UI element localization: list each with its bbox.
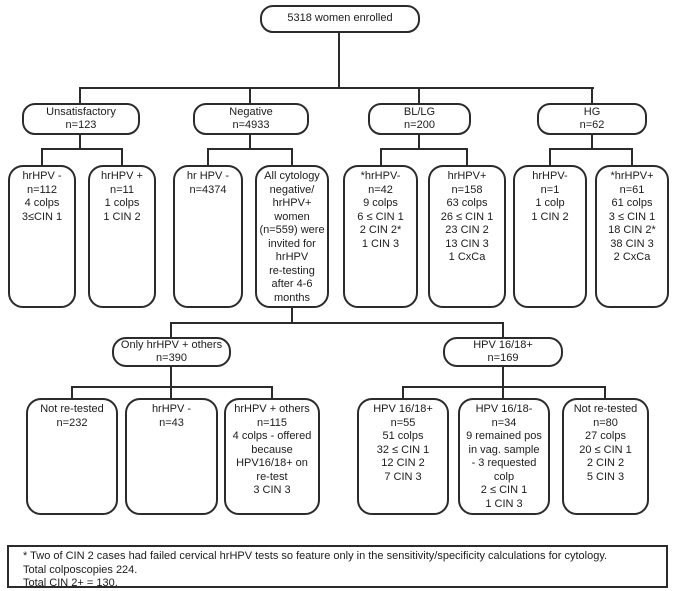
connector-line — [170, 322, 172, 337]
connector-line — [418, 135, 420, 148]
node-neg-retest-invitation: All cytology negative/ hrHPV+ women (n=5… — [255, 165, 329, 308]
node-retest-1618-pos: HPV 16/18+ n=55 51 colps 32 ≤ CIN 1 12 C… — [357, 398, 449, 515]
node-unsat-hrhpv-neg: hrHPV - n=112 4 colps 3≤CIN 1 — [8, 165, 76, 308]
connector-line — [549, 148, 551, 165]
connector-line — [549, 148, 631, 150]
node-bllg-hrhpv-pos: hrHPV+ n=158 63 colps 26 ≤ CIN 1 23 CIN … — [428, 165, 506, 308]
connector-line — [121, 148, 123, 165]
connector-line — [41, 148, 43, 165]
node-unsat-hrhpv-pos: hrHPV + n=11 1 colps 1 CIN 2 — [88, 165, 156, 308]
connector-line — [41, 148, 123, 150]
connector-line — [170, 367, 172, 386]
node-only-not-retested: Not re-tested n=232 — [26, 398, 118, 515]
connector-line — [249, 87, 251, 103]
connector-line — [171, 322, 504, 324]
footnote-box: * Two of CIN 2 cases had failed cervical… — [7, 545, 668, 589]
connector-line — [207, 148, 209, 165]
node-only-hrhpv-neg: hrHPV - n=43 — [125, 398, 218, 515]
node-only-hrhpv-others: Only hrHPV + others n=390 — [112, 337, 231, 367]
node-unsatisfactory: Unsatisfactory n=123 — [22, 103, 140, 135]
connector-line — [604, 386, 606, 398]
connector-line — [291, 308, 293, 322]
connector-line — [380, 148, 382, 165]
node-negative: Negative n=4933 — [193, 103, 309, 135]
node-hg-hrhpv-neg: hrHPV- n=1 1 colp 1 CIN 2 — [513, 165, 587, 308]
connector-line — [418, 87, 420, 103]
connector-line — [271, 386, 273, 398]
connector-line — [380, 148, 468, 150]
connector-line — [79, 87, 81, 103]
connector-line — [502, 386, 504, 398]
node-hg-hrhpv-pos: *hrHPV+ n=61 61 colps 3 ≤ CIN 1 18 CIN 2… — [595, 165, 669, 308]
connector-line — [591, 135, 593, 148]
node-retest-1618-neg: HPV 16/18- n=34 9 remained pos in vag. s… — [458, 398, 550, 515]
connector-line — [207, 148, 293, 150]
node-bllg-hrhpv-neg: *hrHPV- n=42 9 colps 6 ≤ CIN 1 2 CIN 2* … — [343, 165, 418, 308]
connector-line — [502, 367, 504, 386]
node-hg: HG n=62 — [537, 103, 647, 135]
node-bl-lg: BL/LG n=200 — [368, 103, 471, 135]
connector-line — [249, 135, 251, 148]
node-only-hrhpv-pos-others: hrHPV + others n=115 4 colps - offered b… — [224, 398, 320, 515]
node-neg-hrhpv-neg: hr HPV - n=4374 — [173, 165, 243, 308]
connector-line — [591, 87, 593, 103]
node-hpv1618-not-retested: Not re-tested n=80 27 colps 20 ≤ CIN 1 2… — [562, 398, 649, 515]
connector-line — [80, 87, 594, 89]
connector-line — [402, 386, 404, 398]
connector-line — [502, 322, 504, 337]
connector-line — [291, 148, 293, 165]
node-enrolled: 5318 women enrolled — [260, 5, 420, 33]
connector-line — [79, 135, 81, 148]
node-hpv-1618-pos: HPV 16/18+ n=169 — [443, 337, 563, 367]
connector-line — [631, 148, 633, 165]
connector-line — [71, 386, 273, 388]
connector-line — [338, 33, 340, 87]
connector-line — [170, 386, 172, 398]
connector-line — [71, 386, 73, 398]
connector-line — [466, 148, 468, 165]
